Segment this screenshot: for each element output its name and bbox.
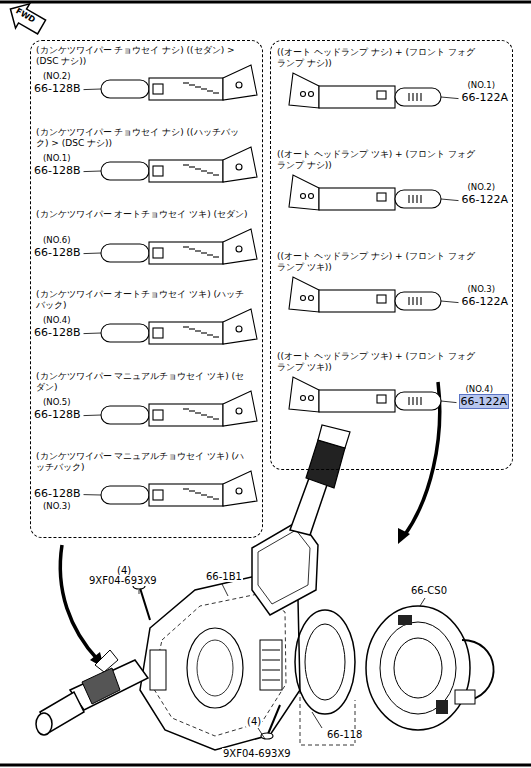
switch-icon [101,309,257,344]
leader-line [84,494,101,495]
part-number: 66-128B [34,487,81,500]
variant-heading: ((オート ヘッドランプ ツキ) + (フロント フォグランプ ツキ)) [277,351,480,373]
callout-number: (NO.4) [466,384,493,394]
leader-line [84,253,101,255]
switch-icon [101,391,257,426]
part-number: 66-128B [34,82,81,95]
callout-number: (NO.2) [43,71,70,81]
variant-heading: (カンケツワイパー マニュアルチョウセイ ツキ) (ハッチバック) [36,451,249,473]
variant-heading: ((オート ヘッドランプ ナシ) + (フロント フォグランプ ツキ)) [277,251,480,273]
part-number: 66-122A [462,295,509,308]
part-number: 66-128B [34,326,81,339]
part-number: 66-128B [34,246,81,259]
leader-line [441,199,459,201]
callout-number: (NO.6) [43,235,70,245]
option-panel: ((オート ヘッドランプ ナシ) + (フロント フォグランプ ナシ)) (NO.… [270,40,513,470]
part-number: 66-1B1 [205,571,243,582]
part-number: 66-CS0 [410,585,448,596]
part-number: 9XF04-693X9 [222,748,292,759]
part-number: 9XF04-693X9 [88,575,158,586]
callout-number: (NO.5) [43,397,70,407]
leader-line [84,333,101,335]
leader-line [84,171,101,173]
part-number: 66-128B [34,408,81,421]
leader-line [84,415,101,417]
switch-icon [289,377,441,412]
leader-line [441,97,459,99]
switch-icon [289,73,441,108]
callout-number: (NO.1) [43,153,70,163]
leader-line [441,301,459,303]
switch-icon [101,147,257,182]
variant-heading: (カンケツワイパー チョウセイ ナシ) ((ハッチバック) > (DSC ナシ)… [36,127,249,149]
switch-icon [101,471,257,506]
variant-heading: (カンケツワイパー チョウセイ ナシ) ((セダン) > (DSC ナシ)) [36,45,249,67]
part-number: 66-122A [460,395,509,408]
variant-heading: ((オート ヘッドランプ ツキ) + (フロント フォグランプ ナシ)) [277,149,480,171]
switch-icon [101,65,257,100]
callout-number: (NO.2) [468,182,495,192]
callout-number: (NO.4) [43,315,70,325]
variant-heading: ((オート ヘッドランプ ナシ) + (フロント フォグランプ ナシ)) [277,47,480,69]
variant-heading: (カンケツワイパー マニュアルチョウセイ ツキ) (セダン) [36,371,249,393]
switch-icon [101,229,257,264]
quantity-label: (4) [246,716,262,727]
leader-line [84,89,101,91]
part-number: 66-122A [462,193,509,206]
callout-number: (NO.3) [468,284,495,294]
switch-icon [289,175,441,210]
part-number: 66-118 [326,729,363,740]
variant-heading: (カンケツワイパー オートチョウセイ ツキ) (ハッチバック) [36,289,249,311]
callout-number: (NO.1) [468,80,495,90]
callout-number: (NO.3) [43,501,70,511]
variant-heading: (カンケツワイパー オートチョウセイ ツキ) (セダン) [36,209,249,220]
part-number: 66-122A [462,91,509,104]
part-number: 66-128B [34,164,81,177]
leader-line [441,401,457,403]
option-panel: (カンケツワイパー チョウセイ ナシ) ((セダン) > (DSC ナシ)) (N… [30,40,263,538]
switch-icon [289,277,441,312]
